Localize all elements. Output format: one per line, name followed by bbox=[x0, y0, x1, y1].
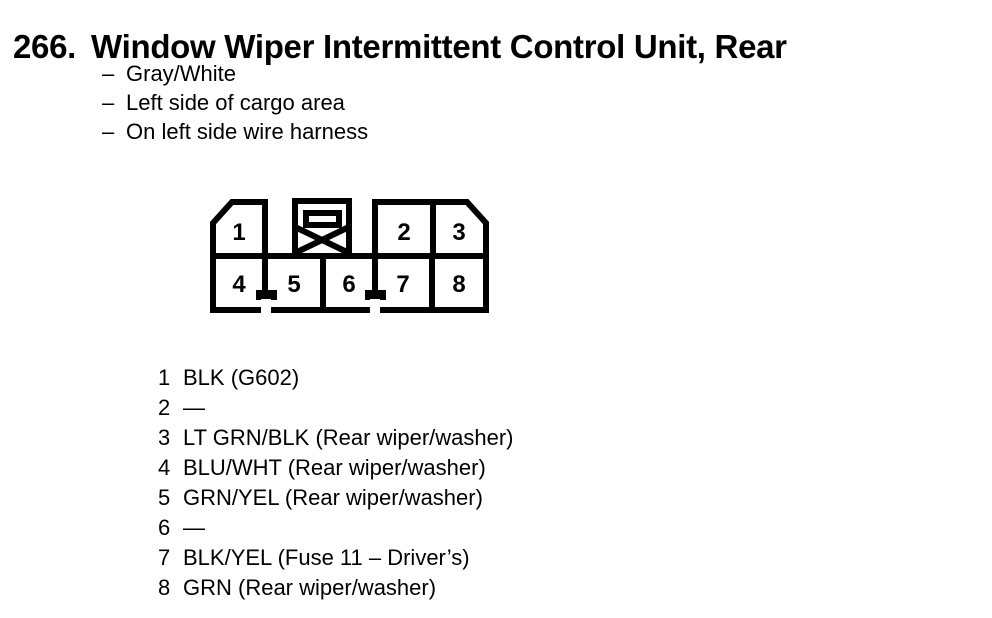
connector-pin-number-8: 8 bbox=[452, 271, 465, 298]
pin-row-number: 2 bbox=[158, 395, 171, 420]
connector-bottom-row-outline bbox=[210, 253, 489, 313]
connector-key-slot-left bbox=[261, 299, 271, 318]
section-number: 266. bbox=[13, 28, 77, 66]
connector-latch-cross-icon bbox=[293, 224, 351, 256]
pin-row: 3 LT GRN/BLK (Rear wiper/washer) bbox=[158, 423, 514, 453]
connector-pin-number-4: 4 bbox=[232, 271, 246, 298]
connector-key-foot-right bbox=[365, 290, 386, 300]
pin-row: 4 BLU/WHT (Rear wiper/washer) bbox=[158, 453, 514, 483]
pin-row-number: 6 bbox=[158, 515, 171, 540]
connector-drawing: 1 2 3 4 5 6 7 8 bbox=[210, 198, 489, 318]
connector-diagram: 1 2 3 4 5 6 7 8 bbox=[202, 191, 492, 318]
pin-row-description: GRN (Rear wiper/washer) bbox=[183, 575, 437, 600]
pin-row-description: BLU/WHT (Rear wiper/washer) bbox=[183, 455, 486, 480]
section-title: 266. Window Wiper Intermittent Control Un… bbox=[13, 28, 787, 66]
connector-pin-number-6: 6 bbox=[342, 271, 355, 298]
note-item: – On left side wire harness bbox=[102, 117, 368, 146]
pin-row-number: 4 bbox=[158, 455, 171, 480]
pin-row-description: — bbox=[183, 395, 205, 420]
pin-row: 1 BLK (G602) bbox=[158, 363, 514, 393]
note-item: – Gray/White bbox=[102, 59, 368, 88]
pin-row-description: — bbox=[183, 515, 205, 540]
pin-row: 6 — bbox=[158, 513, 514, 543]
pin-row: 8 GRN (Rear wiper/washer) bbox=[158, 573, 514, 603]
pin-row-description: GRN/YEL (Rear wiper/washer) bbox=[183, 485, 483, 510]
pin-row: 7 BLK/YEL (Fuse 11 – Driver’s) bbox=[158, 543, 514, 573]
connector-latch-window bbox=[303, 210, 342, 228]
pin-row: 5 GRN/YEL (Rear wiper/washer) bbox=[158, 483, 514, 513]
pin-list: 1 BLK (G602) 2 — 3 LT GRN/BLK (Rear wipe… bbox=[158, 363, 514, 603]
pin-row-description: BLK (G602) bbox=[183, 365, 300, 390]
note-dash: – bbox=[102, 61, 115, 86]
note-text: Left side of cargo area bbox=[126, 90, 345, 115]
pin-row-number: 3 bbox=[158, 425, 171, 450]
note-dash: – bbox=[102, 119, 115, 144]
connector-pin-number-3: 3 bbox=[452, 219, 465, 246]
pin-row-number: 8 bbox=[158, 575, 171, 600]
pin-row: 2 — bbox=[158, 393, 514, 423]
connector-pin-number-1: 1 bbox=[232, 219, 245, 246]
note-text: On left side wire harness bbox=[126, 119, 369, 144]
pin-row-description: LT GRN/BLK (Rear wiper/washer) bbox=[183, 425, 514, 450]
connector-key-foot-left bbox=[256, 290, 277, 300]
pin-row-number: 7 bbox=[158, 545, 171, 570]
note-dash: – bbox=[102, 90, 115, 115]
section-name: Window Wiper Intermittent Control Unit, … bbox=[91, 28, 787, 66]
pin-row-number: 1 bbox=[158, 365, 171, 390]
pin-row-number: 5 bbox=[158, 485, 171, 510]
notes-list: – Gray/White – Left side of cargo area –… bbox=[102, 59, 368, 146]
connector-pin-number-5: 5 bbox=[287, 271, 300, 298]
connector-key-slot-right bbox=[370, 299, 380, 318]
connector-pin-number-2: 2 bbox=[397, 219, 410, 246]
connector-pin-number-7: 7 bbox=[396, 271, 409, 298]
note-text: Gray/White bbox=[126, 61, 237, 86]
pin-row-description: BLK/YEL (Fuse 11 – Driver’s) bbox=[183, 545, 470, 570]
note-item: – Left side of cargo area bbox=[102, 88, 368, 117]
